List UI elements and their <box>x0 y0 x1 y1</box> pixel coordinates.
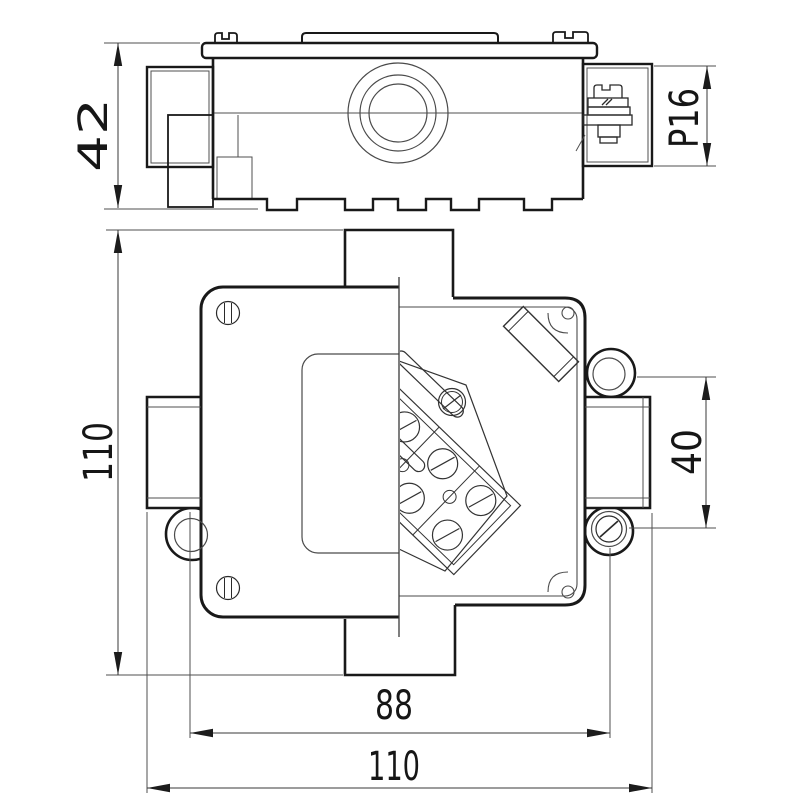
plan-base <box>453 296 587 607</box>
side-bottom-feet <box>213 197 583 212</box>
entry-inner-lines <box>147 397 650 508</box>
side-view <box>145 31 654 212</box>
side-left-stub <box>145 65 215 169</box>
side-lid-bump <box>301 32 499 43</box>
terminal-cover-outline <box>400 360 508 572</box>
lug-top-right <box>585 347 637 397</box>
lid-screw-bottom <box>215 575 241 601</box>
plan-lid-bump <box>301 353 399 554</box>
dim-label-side-height: 42 <box>71 98 117 172</box>
side-lid-flange <box>200 41 599 60</box>
plan-left-entry <box>145 395 201 510</box>
dim-label-lug-pitch: 40 <box>665 429 711 475</box>
lid-screw-top <box>215 300 241 326</box>
dimensions: 42 P16 110 40 88 110 <box>71 42 716 793</box>
corner-boss-top <box>547 306 575 334</box>
dim-label-lug-span: 88 <box>375 683 413 729</box>
dim-label-overall-height: 110 <box>76 422 122 482</box>
plan-lid <box>199 285 399 619</box>
dim-label-overall-width: 110 <box>368 744 420 790</box>
terminal-block <box>400 350 522 576</box>
lug-bottom-left <box>164 509 209 562</box>
cover-screw <box>437 387 467 417</box>
side-left-stub-inner <box>150 70 210 164</box>
side-clip-left <box>214 32 238 43</box>
plan-right-entry <box>585 395 652 510</box>
gland-circles <box>347 62 449 164</box>
lug-bottom-right <box>584 509 635 557</box>
corner-boss-bottom <box>547 571 575 599</box>
plan-bottom-entry <box>343 605 457 677</box>
plan-view <box>145 228 652 677</box>
side-lug-front <box>167 114 214 208</box>
knockout-band <box>502 305 580 383</box>
external-screw <box>575 84 633 152</box>
side-clip-right <box>552 31 589 43</box>
extension-lines <box>104 42 716 793</box>
dimension-arrows <box>113 43 712 793</box>
dim-label-gland: P16 <box>662 88 708 148</box>
plan-top-entry <box>343 228 455 297</box>
side-lug-step <box>216 156 253 200</box>
plan-base-inner-wall <box>399 306 578 597</box>
